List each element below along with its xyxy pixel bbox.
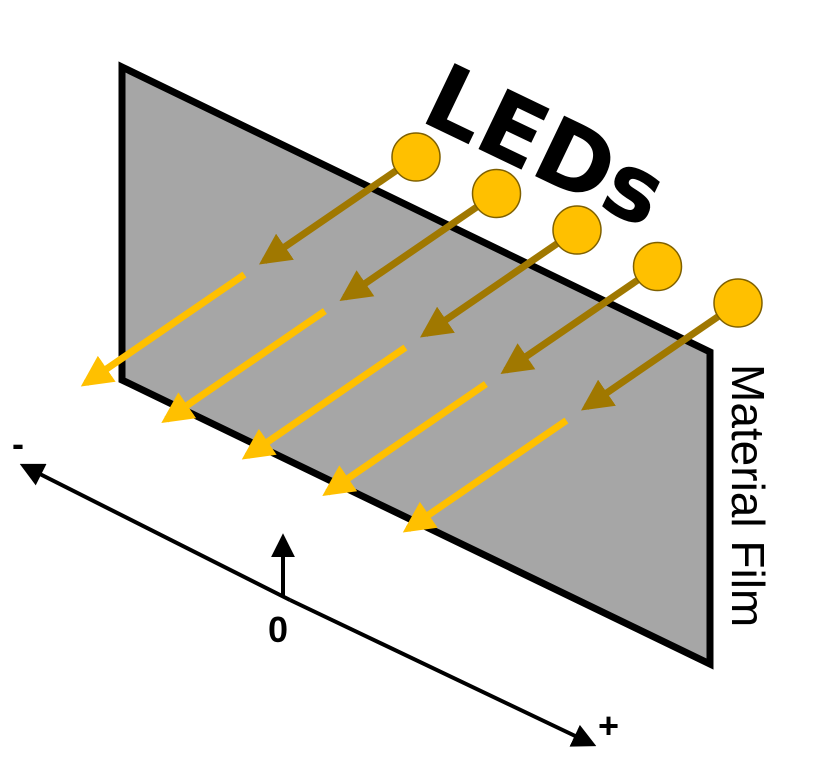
led-3 (552, 205, 602, 255)
beam-front-of-film (402, 417, 569, 533)
material-film-label: Material Film (722, 364, 774, 627)
led-5 (713, 278, 763, 328)
position-axis (289, 598, 597, 747)
beam-front-of-film (80, 271, 247, 387)
beam-behind-film (420, 227, 579, 338)
led-beams (80, 154, 740, 533)
beam-behind-film (500, 263, 660, 375)
led-2 (471, 168, 522, 219)
beam-front-of-film (322, 381, 488, 497)
material-film-panel (118, 61, 714, 670)
leds-label: LEDs (408, 43, 682, 249)
axis-minus-label: - (12, 423, 24, 464)
beam-front-of-film (241, 344, 408, 460)
axis-plus-label: + (598, 705, 619, 746)
beam-behind-film (339, 190, 499, 302)
beam-behind-film (259, 154, 418, 265)
axis-zero-label: 0 (268, 609, 288, 650)
beam-behind-film (581, 300, 740, 411)
led-4 (632, 241, 683, 292)
led-array (391, 132, 763, 328)
position-axis (19, 463, 291, 602)
beam-front-of-film (161, 308, 327, 424)
led-1 (391, 132, 441, 182)
